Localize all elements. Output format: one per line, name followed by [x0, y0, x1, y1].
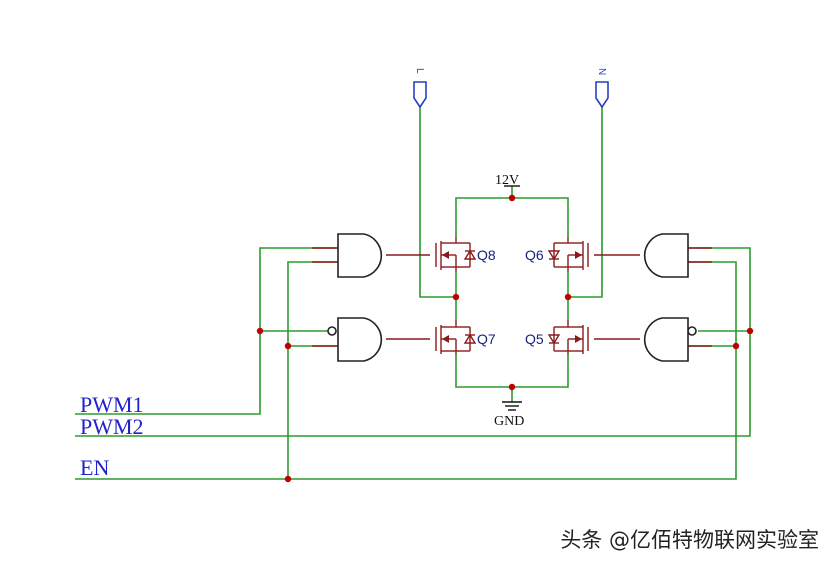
vcc-label: 12V [495, 173, 519, 188]
mosfets [435, 238, 589, 354]
label-q7: Q7 [477, 331, 496, 347]
junction-dot [564, 293, 572, 301]
label-q5: Q5 [525, 331, 544, 347]
label-q8: Q8 [477, 247, 496, 263]
gnd-label: GND [494, 414, 524, 429]
mosfet-q8 [435, 238, 477, 272]
watermark: 头条 @亿佰特物联网实验室 [560, 528, 819, 552]
and-gate-lower-right [594, 317, 712, 362]
mosfet-q6 [547, 238, 589, 272]
junction-dot [746, 327, 754, 335]
gates [312, 233, 712, 362]
en-wire [75, 261, 737, 480]
port-right-label: N [596, 68, 607, 75]
net-label-pwm1: PWM1 [80, 392, 144, 417]
right-output-wire [568, 107, 603, 298]
gnd-rail [455, 354, 569, 388]
port-right [595, 81, 609, 109]
junction-dot [256, 327, 264, 335]
net-label-pwm2: PWM2 [80, 414, 144, 439]
pwm2-wire [75, 247, 751, 437]
en-left-vertical [287, 261, 338, 479]
mosfet-q5 [547, 320, 589, 354]
junction-dot [284, 475, 292, 483]
label-q6: Q6 [525, 247, 544, 263]
wires [75, 107, 751, 480]
left-output-wire [419, 107, 456, 298]
junctions [256, 194, 754, 483]
ground-symbol [502, 401, 522, 411]
and-gate-upper-right [594, 233, 712, 278]
mosfet-q7 [435, 320, 477, 354]
junction-dot [508, 383, 516, 391]
and-gate-lower-left [312, 317, 430, 362]
and-gate-upper-left [312, 233, 430, 278]
junction-dot [732, 342, 740, 350]
port-left-label: L [414, 68, 425, 74]
vcc-rail [455, 197, 569, 238]
junction-dot [284, 342, 292, 350]
junction-dot [452, 293, 460, 301]
junction-dot [508, 194, 516, 202]
port-left [413, 81, 427, 109]
net-label-en: EN [80, 455, 109, 480]
